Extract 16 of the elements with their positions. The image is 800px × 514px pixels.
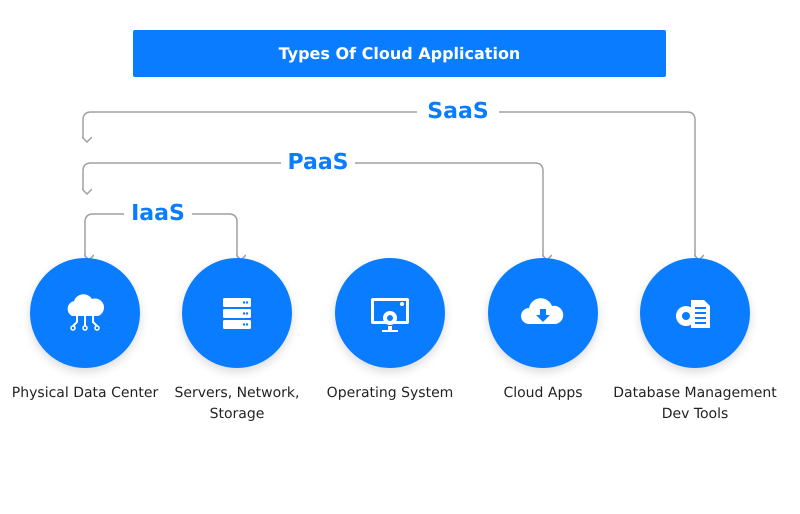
service-label: Cloud Apps (502, 384, 584, 403)
category-label: PaaS (287, 149, 349, 177)
arrow (83, 213, 124, 261)
arrow (499, 111, 705, 261)
title-text: Types Of Cloud Application (278, 44, 520, 63)
title-banner (133, 30, 666, 77)
arrow (355, 162, 553, 261)
service-label: Servers, Network, Storage (173, 384, 300, 424)
arrow (192, 213, 247, 261)
category-label: IaaS (130, 200, 186, 228)
service-label: Operating System (326, 384, 454, 403)
service-label: Database Management Dev Tools (612, 384, 778, 424)
arrow (81, 162, 281, 195)
arrow (81, 111, 417, 143)
category-label: SaaS (423, 98, 493, 126)
service-label: Physical Data Center (10, 384, 160, 403)
